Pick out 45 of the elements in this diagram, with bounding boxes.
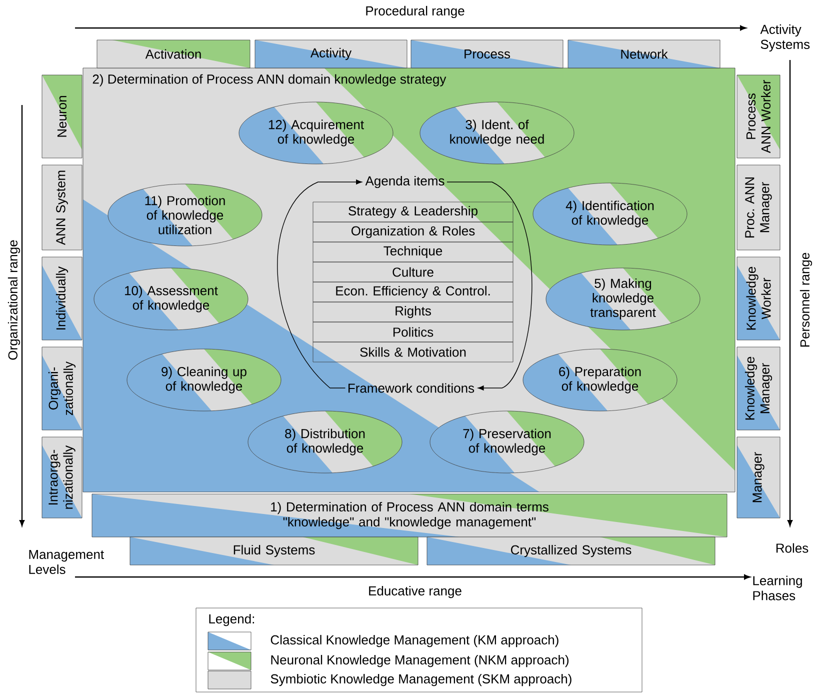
table-row: Skills & Motivation (312, 342, 514, 362)
node-label: 11) Promotion of knowledge utilization (145, 196, 225, 234)
legend-text: Neuronal Knowledge Management (NKM approach) (271, 654, 568, 668)
table-row: Strategy & Leadership (312, 202, 514, 222)
row-tab: Intraorga- nizationally (42, 436, 82, 518)
column-tab: Activity (254, 40, 408, 68)
node-label: 6) Preparation of knowledge (559, 366, 641, 394)
table-row: Rights (312, 302, 514, 322)
table-row: Econ. Efficiency & Control. (312, 282, 514, 302)
node-label: 5) Making knowledge transparent (590, 278, 656, 320)
row-tab: Manager (736, 436, 780, 518)
row-tab: Neuron (42, 74, 82, 158)
column-tab: Activation (96, 40, 250, 68)
node-label: 12) Acquirement of knowledge (268, 120, 364, 146)
axis-label: Organizational range (8, 240, 20, 360)
framework-label: Framework conditions (348, 383, 474, 393)
row-tab: Organi- zationally (42, 346, 82, 430)
column-tab: Process (410, 40, 564, 68)
table-row: Organization & Roles (312, 222, 514, 242)
table-row: Culture (312, 262, 514, 282)
axis-label: Roles (776, 543, 808, 553)
table-row: Politics (312, 322, 514, 342)
systems-box: Crystallized Systems (426, 536, 716, 566)
table-row: Technique (312, 242, 514, 262)
curved-arrow (446, 182, 532, 390)
row-tab: Process ANN Worker (736, 74, 780, 158)
axis-label: Learning Phases (753, 576, 802, 600)
axis-label: Procedural range (366, 6, 464, 18)
column-tab: Network (568, 40, 720, 68)
row-tab: Individually (42, 256, 82, 340)
legend-text: Symbiotic Knowledge Management (SKM approach) (270, 674, 572, 686)
legend-text: Classical Knowledge Management (KM approach) (270, 634, 558, 648)
axis-label: Legend: (209, 614, 254, 626)
axis-label: Activity Systems (760, 24, 810, 52)
row-tab: Knowledge Worker (736, 256, 780, 340)
axis-label: Personnel range (800, 252, 812, 347)
agenda-label: Agenda items (365, 176, 444, 188)
axis-label: Management Levels (29, 550, 104, 574)
systems-box: Fluid Systems (130, 536, 418, 566)
row-tab: Proc. ANN Manager (736, 164, 780, 250)
node-label: 7) Preservation of knowledge (463, 428, 551, 456)
row-tab: Knowledge Manager (736, 346, 780, 430)
axis-label: Educative range (369, 586, 462, 598)
curved-arrow (277, 180, 362, 388)
row-tab: ANN System (42, 164, 82, 250)
